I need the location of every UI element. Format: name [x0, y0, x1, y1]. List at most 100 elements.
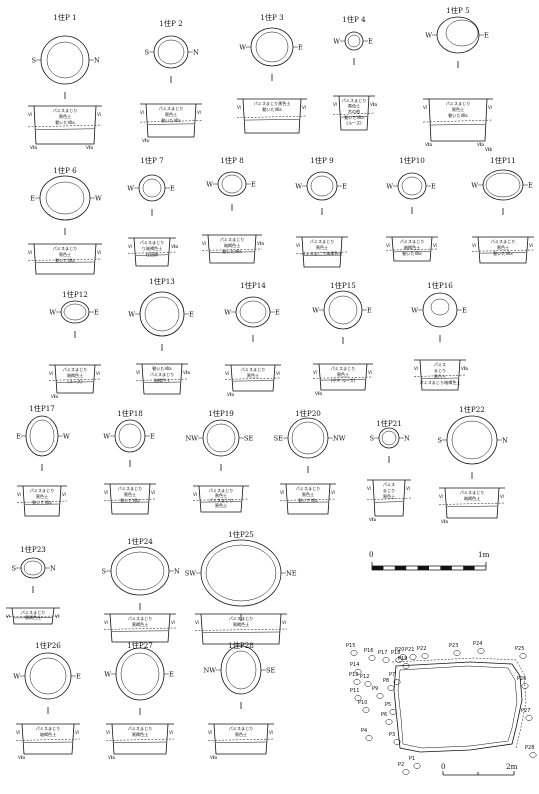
section-note: 黒色土 — [59, 113, 71, 119]
pit-section — [338, 95, 370, 131]
layer-mark: Ⅵ — [6, 614, 10, 619]
pit-bottom-outline — [118, 423, 142, 449]
scale-end: 1m — [478, 550, 490, 559]
pit-label: 1住P22 — [459, 405, 485, 414]
pit-bottom-outline — [485, 172, 521, 198]
direction-left: W — [127, 185, 134, 193]
pit-section — [444, 487, 500, 519]
section-note: パミスまじり黒色土 — [254, 100, 291, 106]
pit-bottom-outline — [291, 421, 325, 455]
map-pit-label: P22 — [417, 646, 426, 652]
layer-mark: Ⅵ — [276, 371, 280, 376]
pit-bottom-outline — [310, 175, 334, 197]
pit-bottom-outline — [328, 295, 358, 325]
map-pit-label: P23 — [449, 643, 458, 649]
map-pit-label: P27 — [521, 708, 530, 714]
section-note: パミスまじり — [21, 609, 46, 615]
map-pit-label: P6 — [381, 712, 387, 718]
direction-right: E — [76, 673, 81, 681]
pit-label: 1住P27 — [127, 641, 153, 650]
layer-mark: Ⅵ — [472, 243, 476, 248]
direction-right: N — [502, 437, 508, 445]
direction-left: NW — [185, 435, 198, 443]
layer-mark: Ⅵ — [17, 492, 21, 497]
pit-outline — [323, 290, 363, 330]
map-pit-label: P14 — [350, 662, 359, 668]
pit-outline — [446, 415, 498, 465]
layer-mark: Ⅵ — [414, 366, 418, 371]
section-note: まじり — [383, 487, 395, 493]
pit-bottom-outline — [206, 423, 236, 453]
map-pit-label: P18 — [391, 650, 400, 656]
pit-label: 1住P 7 — [140, 156, 164, 165]
map-pit-label: P1 — [409, 756, 415, 762]
pit-section — [11, 607, 55, 625]
map-pit-label: P9 — [372, 686, 378, 692]
pit-label: 1住P26 — [35, 641, 61, 650]
map-pit — [529, 752, 537, 758]
direction-right: E — [150, 433, 155, 441]
map-pit — [376, 693, 384, 699]
direction-right: E — [431, 183, 436, 191]
section-note: (ルーズ) — [67, 378, 83, 384]
pit-label: 1住P 9 — [310, 156, 334, 165]
pit-bottom-outline — [157, 39, 185, 65]
map-pit-label: P16 — [364, 648, 373, 654]
layer-mark: Ⅵ — [151, 490, 155, 495]
pit-label: 1住P19 — [208, 409, 234, 418]
direction-right: W — [95, 195, 102, 203]
map-pit — [365, 735, 373, 741]
section-note: パミスまじり — [241, 366, 266, 372]
layer-mark: Ⅵ — [302, 105, 306, 110]
pit-section — [33, 243, 97, 275]
section-note: パミスまじり — [30, 487, 55, 493]
pit-outline — [40, 35, 90, 85]
layer-mark: Ⅵ — [193, 492, 197, 497]
direction-right: E — [251, 181, 256, 189]
layer-mark: Ⅵ — [128, 244, 132, 249]
pit-label: 1住P13 — [149, 277, 175, 286]
section-note: パミスまじり — [118, 485, 143, 491]
map-pit — [477, 648, 485, 654]
direction-left: S — [144, 49, 149, 57]
map-pit — [354, 695, 362, 701]
layer-mark: Ⅵ — [97, 112, 101, 117]
pit-label: 1住P 1 — [53, 13, 76, 22]
pit-section — [33, 105, 97, 145]
pit-outline — [436, 16, 480, 54]
pit-outline — [110, 546, 170, 596]
section-note: 黒色土 — [59, 251, 71, 257]
layer-mark: Ⅶa — [108, 755, 116, 760]
pit-bottom-outline — [144, 296, 180, 332]
pit-section — [198, 485, 244, 513]
map-pit-label: P13 — [349, 672, 358, 678]
pit-label: 1住P11 — [490, 156, 516, 165]
direction-right: SE — [266, 667, 276, 675]
section-note: パミスまじり — [310, 238, 335, 244]
direction-right: N — [94, 57, 100, 65]
map-pit-label: P20 — [395, 647, 404, 653]
pit-label: 1住P24 — [127, 537, 153, 546]
pit-section — [22, 485, 62, 517]
layer-mark: Ⅵ — [225, 371, 229, 376]
direction-right: E — [484, 32, 489, 40]
pit-outline — [287, 417, 329, 459]
section-note: 黒褐色土 — [132, 621, 148, 627]
layer-mark: Ⅵ — [433, 243, 437, 248]
section-note: パミスまじり — [140, 239, 165, 245]
map-pit — [364, 681, 372, 687]
layer-mark: Ⅵ — [296, 243, 300, 248]
map-pit — [399, 654, 407, 660]
pit-section — [141, 363, 183, 395]
pit-label: 1住P 2 — [159, 19, 182, 28]
pit-outline — [422, 292, 458, 328]
pit-section — [109, 483, 151, 515]
direction-right: NE — [286, 570, 297, 578]
pit-outline — [115, 647, 165, 701]
